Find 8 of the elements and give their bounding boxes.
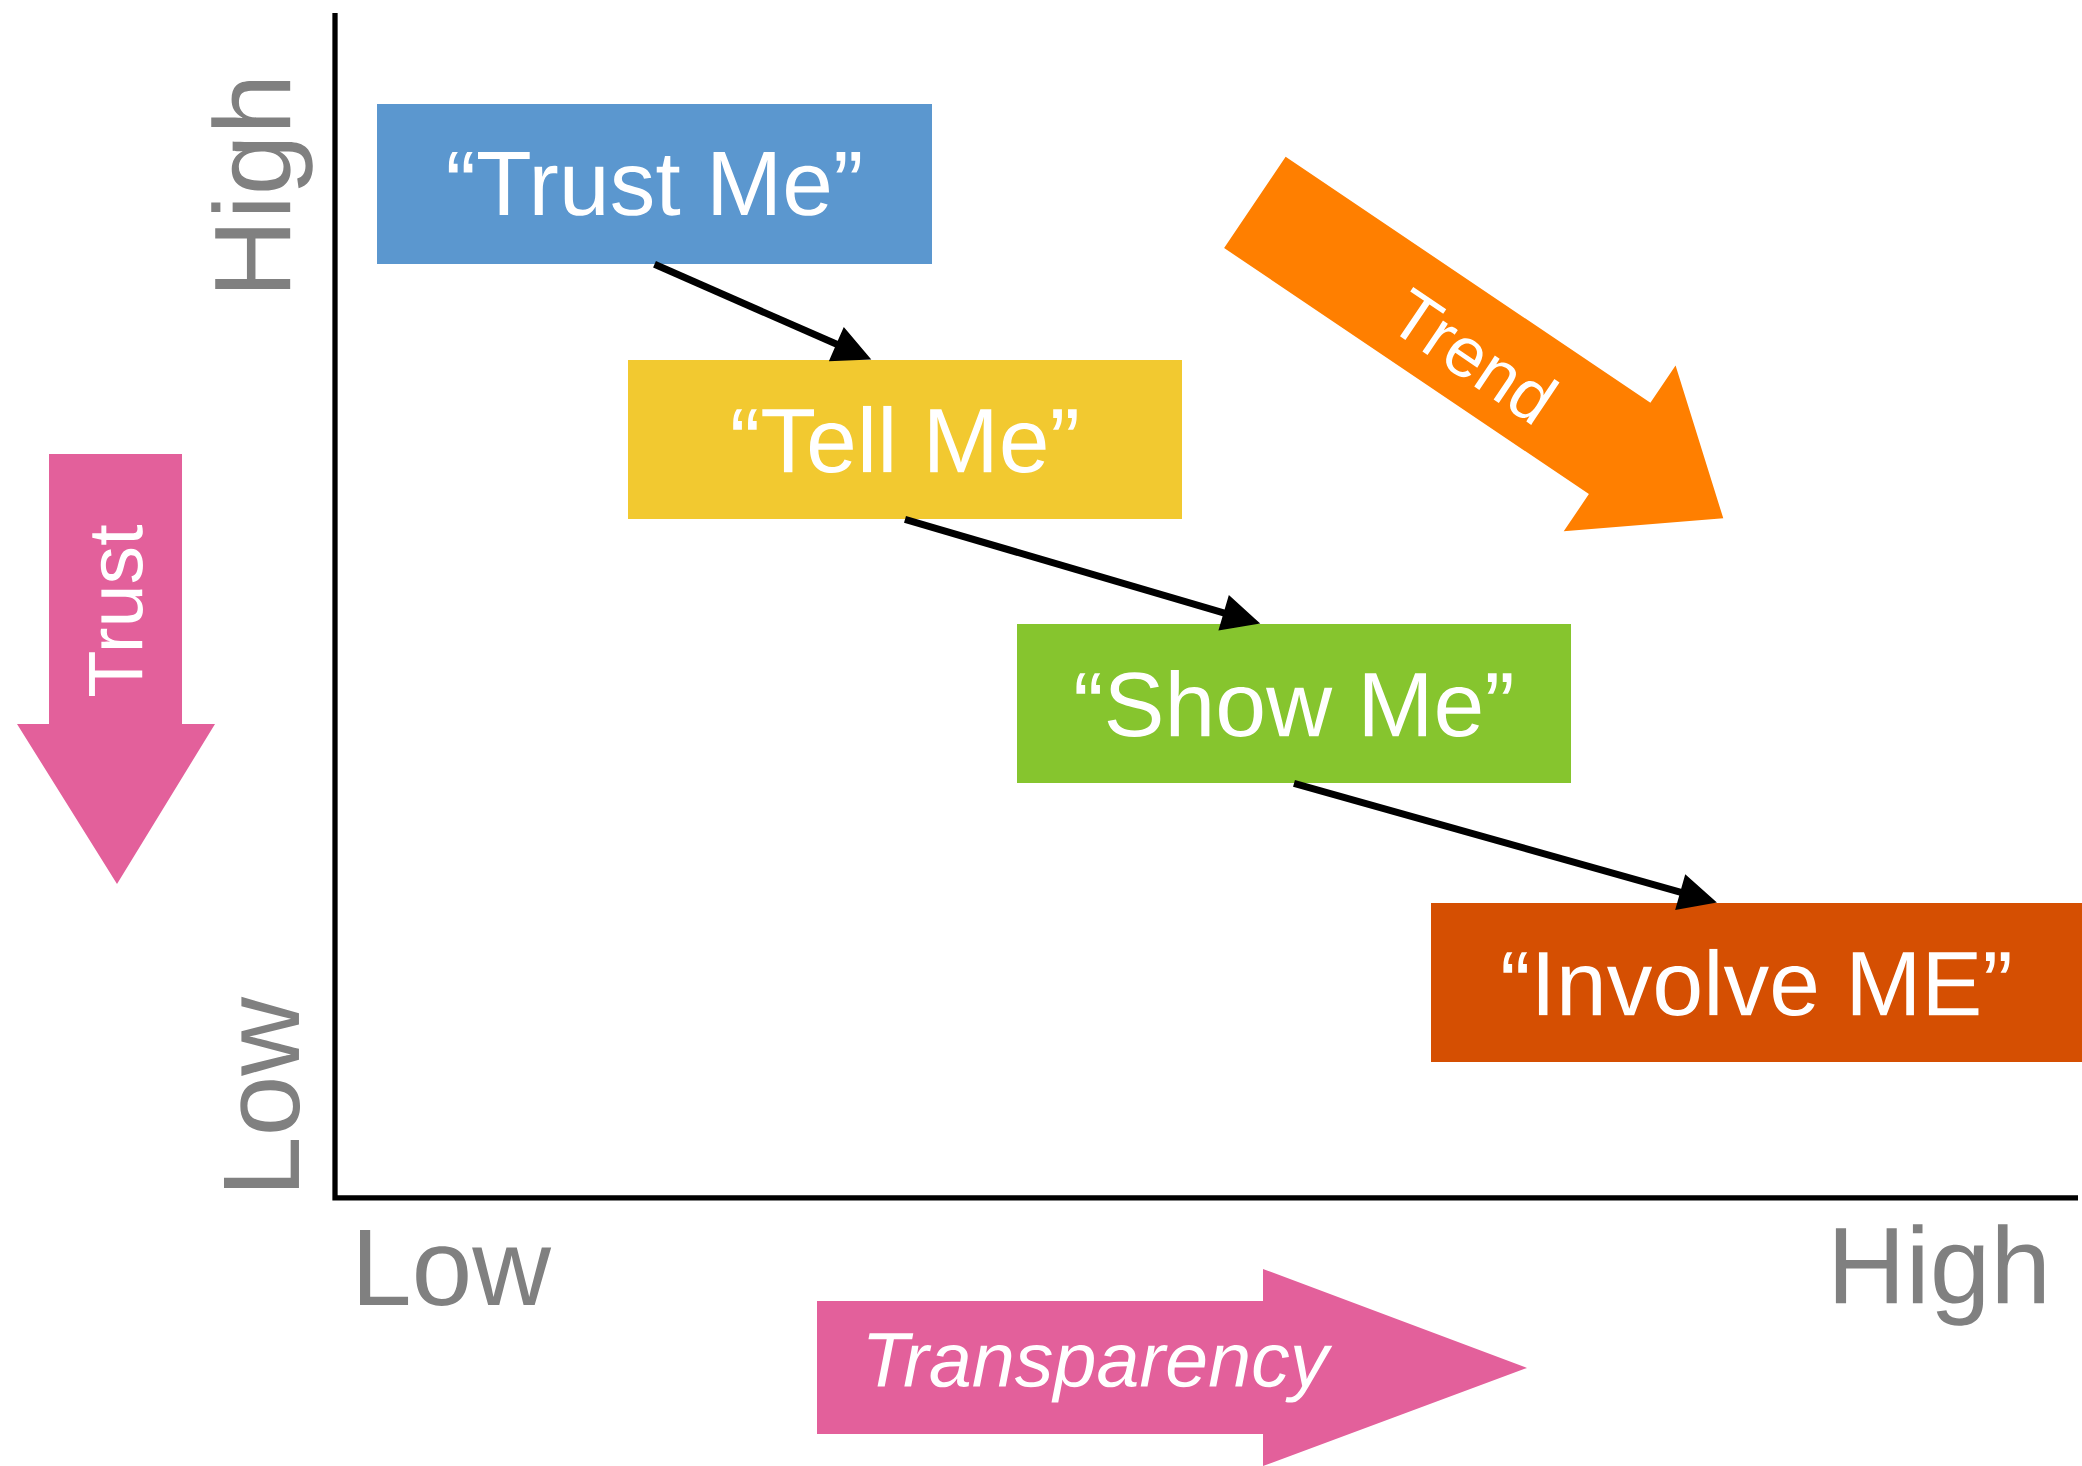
stage-box: “Tell Me” xyxy=(628,360,1182,519)
stage-box: “Involve ME” xyxy=(1431,903,2082,1062)
axis-label: Low xyxy=(360,1229,552,1306)
stage-box: “Show Me” xyxy=(1017,624,1571,783)
axis-label: High xyxy=(211,81,313,290)
axis-label: High xyxy=(1835,1224,2044,1326)
axis-label: Low xyxy=(224,996,301,1188)
stage-box: “Trust Me” xyxy=(377,104,932,264)
